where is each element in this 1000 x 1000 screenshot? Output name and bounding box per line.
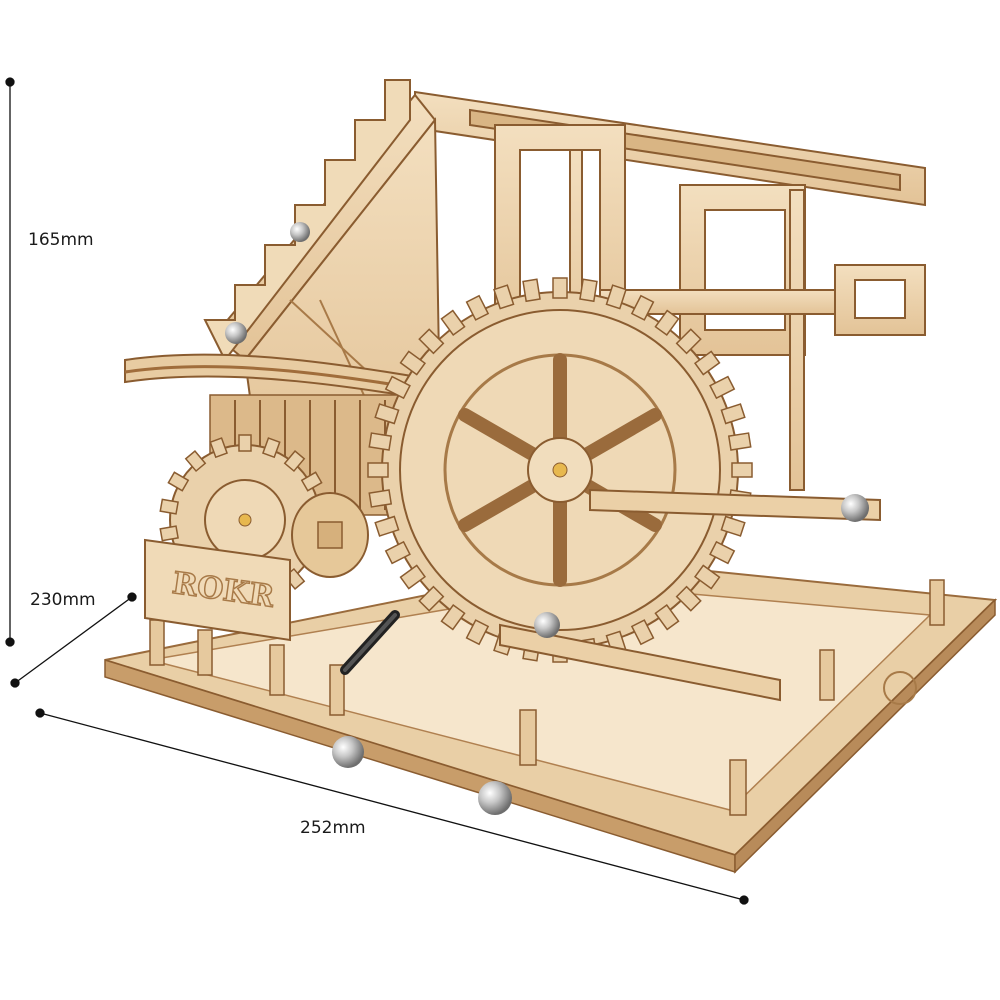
- gear-tooth: [720, 515, 746, 537]
- gear-tooth: [675, 328, 702, 355]
- width-dimension-label: 252mm: [300, 818, 366, 838]
- crank-handle: [291, 492, 400, 675]
- gear-tooth: [368, 432, 393, 451]
- gear-tooth: [159, 525, 179, 542]
- gear-tooth: [167, 471, 190, 492]
- gear-tooth: [367, 462, 389, 478]
- gear-tooth: [522, 278, 541, 303]
- gear-tooth: [159, 498, 179, 515]
- gear-tooth: [399, 350, 427, 376]
- gear-tooth: [675, 585, 702, 612]
- gear-tooth: [465, 619, 490, 646]
- depth-dimension-label: 230mm: [30, 590, 96, 610]
- lower-track: [499, 488, 881, 702]
- gear-tooth: [418, 328, 445, 355]
- steel-ball: [290, 222, 310, 242]
- gear-tooth: [368, 489, 393, 508]
- steel-ball: [332, 736, 364, 768]
- gear-tooth: [209, 437, 229, 459]
- gear-tooth: [440, 603, 466, 631]
- gear-tooth: [399, 564, 427, 590]
- gear-tooth: [261, 437, 281, 459]
- gear-axle: [552, 462, 568, 478]
- front-panel: ROKR: [144, 538, 291, 642]
- depth-dimension-end: [10, 678, 20, 688]
- gear-tooth: [693, 564, 721, 590]
- gear-tooth: [709, 375, 736, 400]
- gear-tooth: [552, 277, 568, 299]
- gear-tooth: [300, 471, 323, 492]
- gear-tooth: [579, 278, 598, 303]
- gear-tooth: [630, 619, 655, 646]
- width-dimension-line: [39, 712, 745, 901]
- steel-ball: [841, 494, 869, 522]
- steel-ball: [478, 781, 512, 815]
- ladder-tower: [414, 90, 926, 491]
- height-dimension-label: 165mm: [28, 230, 94, 250]
- gear-tooth: [709, 540, 736, 565]
- gear-tooth: [654, 603, 680, 631]
- gear-tooth: [727, 432, 752, 451]
- gear-tooth: [384, 375, 411, 400]
- gear-tooth: [384, 540, 411, 565]
- gear-tooth: [630, 294, 655, 321]
- gear-tooth: [465, 294, 490, 321]
- gear-tooth: [693, 350, 721, 376]
- gear-tooth: [418, 585, 445, 612]
- steel-ball: [225, 322, 247, 344]
- steel-balls: [225, 222, 869, 815]
- depth-dimension-line: [14, 596, 133, 684]
- gear-tooth: [374, 403, 400, 425]
- width-dimension-end: [739, 895, 749, 905]
- depth-dimension-end: [127, 592, 137, 602]
- base-engraving: [883, 671, 917, 705]
- base-frame: [104, 558, 998, 874]
- gear-tooth: [440, 309, 466, 337]
- gear-tooth: [654, 309, 680, 337]
- gear-tooth: [283, 449, 306, 473]
- large-gear: [367, 277, 753, 663]
- height-dimension-end: [5, 77, 15, 87]
- gear-tooth: [731, 462, 753, 478]
- height-dimension-end: [5, 637, 15, 647]
- gear-tooth: [238, 434, 252, 452]
- steel-ball: [534, 612, 560, 638]
- gear-tooth: [493, 284, 515, 310]
- dimension-lines: [5, 77, 749, 905]
- gear-tooth: [720, 403, 746, 425]
- gear-tooth: [605, 284, 627, 310]
- gear-tooth: [374, 515, 400, 537]
- width-dimension-end: [35, 708, 45, 718]
- gear-tooth: [184, 449, 207, 473]
